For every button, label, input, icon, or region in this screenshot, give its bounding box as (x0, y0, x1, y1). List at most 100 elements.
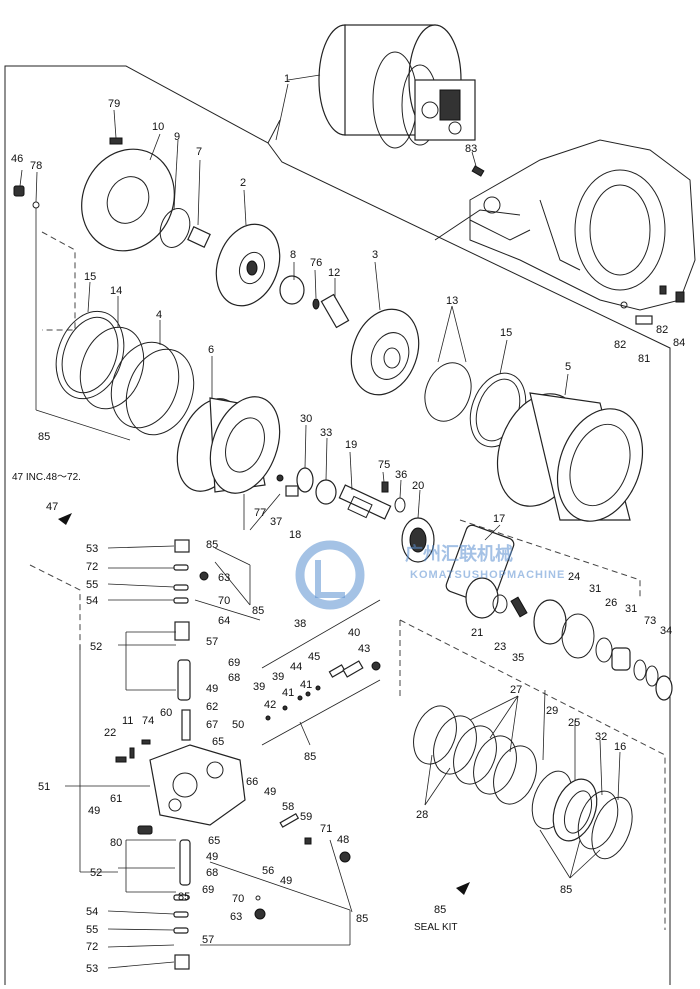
label-29: 29 (546, 705, 558, 717)
spool-stack (173, 539, 191, 970)
label-3: 3 (372, 249, 378, 261)
watermark-gear-icon (295, 540, 365, 610)
housing-5 (496, 392, 644, 522)
final-drive-assembly (318, 24, 476, 149)
label-9: 9 (174, 131, 180, 143)
label-71: 71 (320, 823, 332, 835)
label-82a: 82 (614, 339, 626, 351)
label-12: 12 (328, 267, 340, 279)
planet-gear-3 (350, 308, 420, 396)
label-34: 34 (660, 625, 672, 637)
label-37: 37 (270, 516, 282, 528)
label-68a: 68 (228, 672, 240, 684)
label-23: 23 (494, 641, 506, 653)
planet-carrier-2 (215, 223, 281, 307)
relief-valve-stack (261, 599, 381, 746)
arrow-85-icon (456, 882, 470, 895)
label-22: 22 (104, 727, 116, 739)
plate-21 (465, 577, 499, 619)
ring-31a (595, 637, 613, 663)
label-35: 35 (512, 652, 524, 664)
label-6: 6 (208, 344, 214, 356)
label-80: 80 (110, 837, 122, 849)
pin-12 (320, 293, 350, 329)
bolt-79 (109, 137, 123, 145)
label-49a: 49 (206, 683, 218, 695)
label-39a: 39 (272, 671, 284, 683)
key-75 (381, 481, 389, 493)
washer-23 (492, 594, 508, 614)
bearing-33 (315, 479, 337, 505)
label-72b: 72 (86, 941, 98, 953)
ring-31b (633, 659, 647, 681)
label-38: 38 (294, 618, 306, 630)
bearing-8 (279, 275, 305, 305)
machine-frame (434, 139, 696, 311)
label-50: 50 (232, 719, 244, 731)
dashed-guides (29, 231, 666, 930)
label-63b: 63 (230, 911, 242, 923)
ring-73 (645, 665, 659, 687)
label-46: 46 (11, 153, 23, 165)
ring-14 (79, 326, 145, 410)
label-10: 10 (152, 121, 164, 133)
label-66: 66 (246, 776, 258, 788)
label-28: 28 (416, 809, 428, 821)
hub-6 (176, 396, 281, 494)
label-49d: 49 (206, 851, 218, 863)
plate-24b (561, 613, 595, 659)
label-41b: 41 (300, 679, 312, 691)
label-74: 74 (142, 715, 154, 727)
label-70a: 70 (218, 595, 230, 607)
small-hardware (13, 165, 685, 920)
label-32: 32 (595, 731, 607, 743)
label-65a: 65 (212, 736, 224, 748)
label-69a: 69 (228, 657, 240, 669)
motor-case-51 (149, 744, 246, 826)
washer-76 (312, 298, 320, 310)
label-62: 62 (206, 701, 218, 713)
label-76: 76 (310, 257, 322, 269)
part-labels: 1 2 3 4 5 6 7 8 9 10 11 12 13 14 15 15 1… (11, 73, 685, 975)
label-19: 19 (345, 439, 357, 451)
label-14: 14 (110, 285, 122, 297)
label-8: 8 (290, 249, 296, 261)
label-75: 75 (378, 459, 390, 471)
label-85g: 85 (178, 891, 190, 903)
swashplate-24 (533, 599, 567, 645)
label-64: 64 (218, 615, 230, 627)
label-82b: 82 (656, 324, 668, 336)
label-36: 36 (395, 469, 407, 481)
leader-lines (19, 74, 621, 969)
snap-ring-13 (424, 362, 472, 422)
label-31a: 31 (589, 583, 601, 595)
watermark-letter-icon (315, 560, 345, 598)
seal-kit-label: SEAL KIT (414, 922, 458, 933)
watermark: 广州汇联机械 KOMATSUSHOPMACHINE (295, 540, 564, 610)
label-16: 16 (614, 741, 626, 753)
seal-kit-number: 85 (434, 904, 446, 916)
label-4: 4 (156, 309, 162, 321)
label-30: 30 (300, 413, 312, 425)
label-41a: 41 (282, 687, 294, 699)
label-61: 61 (110, 793, 122, 805)
label-43: 43 (358, 643, 370, 655)
label-13: 13 (446, 295, 458, 307)
piston-20 (401, 517, 435, 563)
seal-rings-27-28 (413, 705, 537, 805)
label-39b: 39 (253, 681, 265, 693)
label-42: 42 (264, 699, 276, 711)
ring-32 (577, 790, 619, 850)
label-67: 67 (206, 719, 218, 731)
label-20: 20 (412, 480, 424, 492)
spring-26 (611, 647, 631, 671)
label-85f: 85 (38, 431, 50, 443)
label-70b: 70 (232, 893, 244, 905)
label-49c: 49 (264, 786, 276, 798)
note-inc: 47 INC.48～72. (12, 472, 81, 483)
label-72a: 72 (86, 561, 98, 573)
label-24: 24 (568, 571, 580, 583)
label-15-right: 15 (500, 327, 512, 339)
label-53b: 53 (86, 963, 98, 975)
